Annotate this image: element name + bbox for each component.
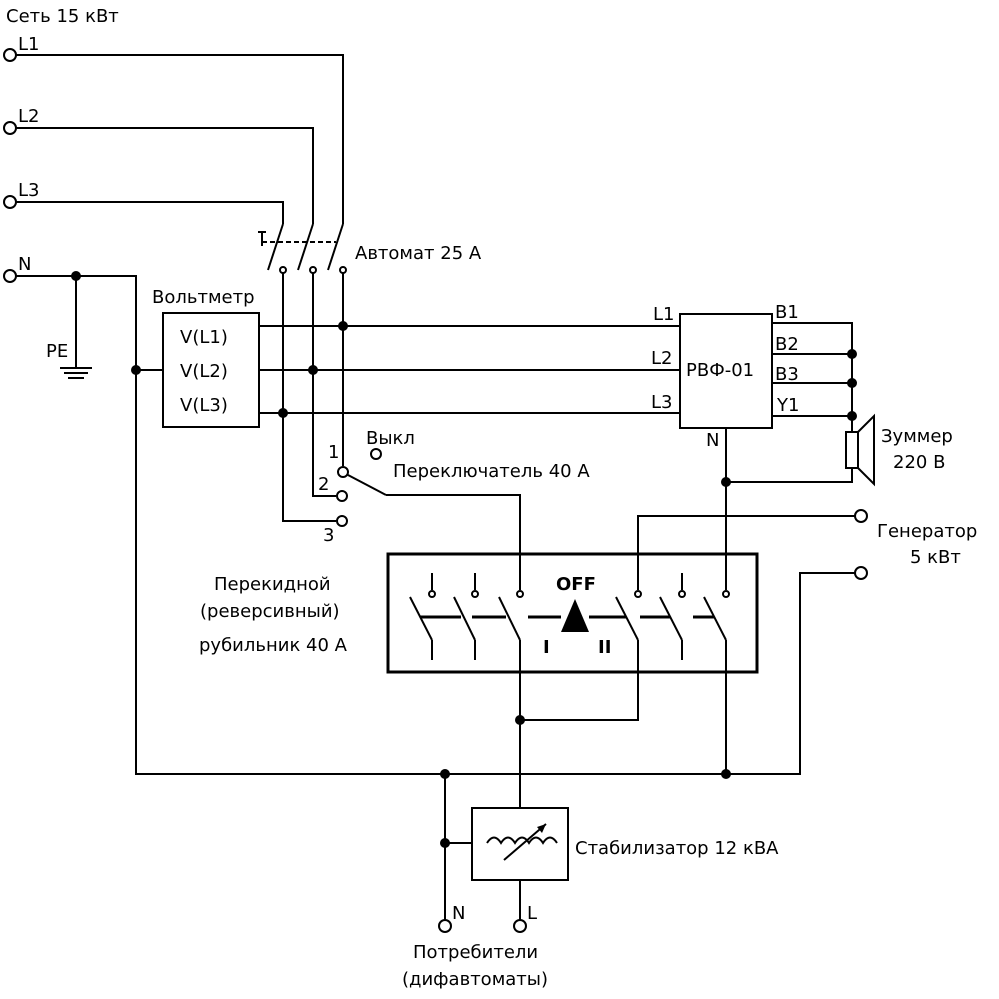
breaker-label: Автомат 25 А (355, 243, 482, 264)
transfer-off-label: OFF (556, 574, 596, 595)
breaker-pole-l3 (267, 223, 284, 271)
relay-b1: B1 (775, 302, 799, 323)
selector-pos-3: 3 (323, 525, 334, 546)
selector-pos-2: 2 (318, 474, 329, 495)
terminal-l1 (3, 48, 17, 62)
junction-voltmeter-n (131, 365, 141, 375)
pe-label: PE (46, 341, 68, 362)
selector-label: Переключатель 40 А (393, 461, 590, 482)
generator-line1: Генератор (877, 521, 977, 542)
breaker: Автомат 25 А (258, 223, 482, 274)
voltmeter-v2: V(L2) (180, 361, 228, 382)
selector-contact-off (370, 448, 382, 460)
breaker-pole-l1 (327, 223, 344, 271)
autotransformer-icon (486, 823, 558, 861)
transfer-pos-1: I (543, 637, 550, 658)
wire-l3 (16, 201, 284, 224)
mains-l2-label: L2 (18, 106, 39, 127)
mains-l1-label: L1 (18, 34, 39, 55)
mains-n-label: N (18, 254, 31, 275)
transfer-box (386, 552, 759, 674)
voltmeter-v3: V(L3) (180, 395, 228, 416)
relay-in-l2: L2 (651, 348, 672, 369)
selector-blade (347, 474, 387, 496)
consumers-line2: (дифавтоматы) (402, 969, 548, 990)
buzzer-line2: 220 В (893, 452, 945, 473)
selector-contact-3 (336, 515, 348, 527)
generator-terminal-n (854, 566, 868, 580)
consumer-terminal-n (438, 919, 452, 933)
speaker-icon (845, 413, 875, 487)
wire-out-l2 (312, 273, 336, 497)
mains-input: Сеть 15 кВт L1 L2 L3 N PE (3, 6, 855, 775)
relay-y1: Y1 (776, 395, 799, 416)
terminal-l3 (3, 195, 17, 209)
wire-n (16, 275, 855, 775)
triangle-indicator-icon (561, 599, 589, 632)
selector-pos-1: 1 (328, 442, 339, 463)
consumers: N L Потребители (дифавтоматы) (402, 903, 548, 990)
buzzer-line1: Зуммер (881, 426, 953, 447)
voltmeter-title: Вольтметр (152, 287, 255, 308)
relay-name: РВФ-01 (686, 360, 754, 381)
consumer-n-label: N (452, 903, 465, 924)
transfer-line2: (реверсивный) (200, 601, 340, 622)
transfer-blades (409, 596, 727, 641)
consumer-terminal-l (513, 919, 527, 933)
relay-n-label: N (706, 430, 719, 451)
stabilizer-label: Стабилизатор 12 кВА (575, 838, 779, 859)
relay-in-l1: L1 (653, 304, 674, 325)
generator-input: Генератор 5 кВт (637, 509, 977, 584)
wire-l1 (16, 54, 344, 224)
terminal-l2 (3, 121, 17, 135)
transfer-pos-2: II (598, 637, 611, 658)
selector-contact-2 (336, 490, 348, 502)
stabilizer-box (471, 807, 569, 881)
transfer-line3: рубильник 40 А (199, 635, 348, 656)
generator-terminal-l (854, 509, 868, 523)
transfer-line1: Перекидной (214, 574, 331, 595)
consumer-l-label: L (527, 903, 537, 924)
voltmeter-v1: V(L1) (180, 327, 228, 348)
mains-title: Сеть 15 кВт (6, 6, 119, 27)
stabilizer: Стабилизатор 12 кВА (440, 774, 779, 920)
mains-l3-label: L3 (18, 180, 39, 201)
wire-l2 (16, 127, 314, 224)
phase-relay: РВФ-01 L1 L2 L3 N B1 B2 B3 Y1 (651, 302, 799, 451)
breaker-handle-icon (258, 231, 266, 246)
selector-off-label: Выкл (366, 428, 415, 449)
relay-b2: B2 (775, 334, 799, 355)
voltmeter: Вольтметр V(L1) V(L2) V(L3) (131, 287, 260, 428)
breaker-pole-l2 (297, 223, 314, 271)
buzzer: Зуммер 220 В (845, 413, 953, 487)
transfer-switch: Перекидной (реверсивный) рубильник 40 А (199, 552, 759, 674)
consumers-line1: Потребители (413, 942, 538, 963)
wire-out-l3 (282, 273, 336, 522)
relay-b3: B3 (775, 364, 799, 385)
ground-icon (60, 367, 92, 379)
wire-generator-l (637, 515, 856, 584)
selector-contact-1 (337, 466, 349, 478)
selector-switch: 1 2 3 Выкл Переключатель 40 А (318, 428, 590, 584)
terminal-n (3, 269, 17, 283)
relay-in-l3: L3 (651, 392, 672, 413)
generator-line2: 5 кВт (910, 547, 961, 568)
